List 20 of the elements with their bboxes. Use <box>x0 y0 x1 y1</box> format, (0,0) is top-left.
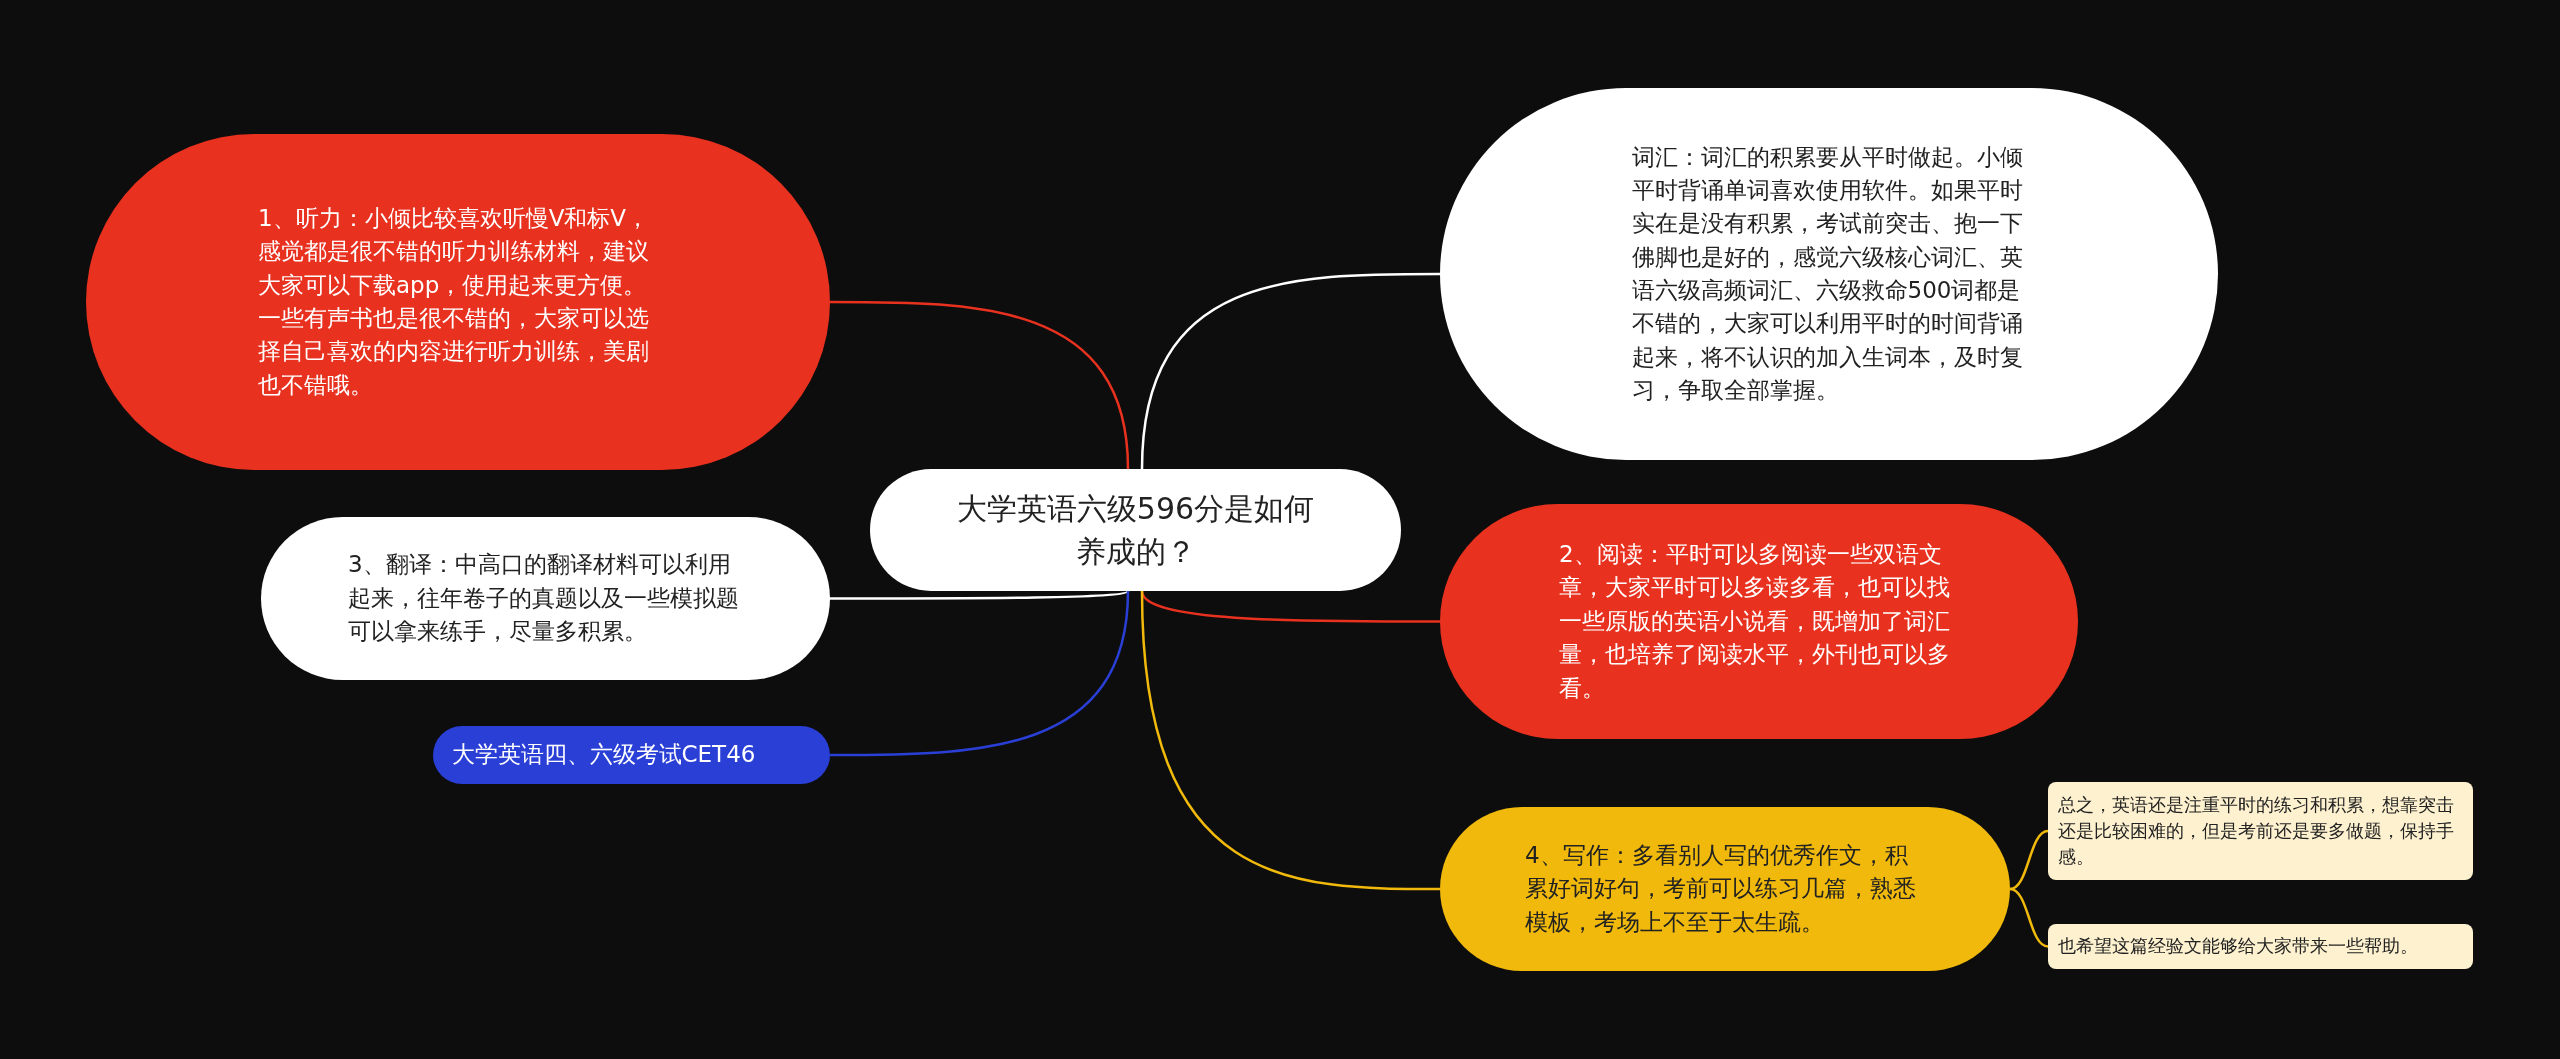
topic-text: 2、阅读：平时可以多阅读一些双语文章，大家平时可以多读多看，也可以找一些原版的英语小说看，既增加了词汇量，也培养了阅读水平，外刊也可以多看。 <box>1559 540 1951 703</box>
topic-pill <box>433 726 830 784</box>
note-box <box>2048 924 2473 969</box>
topic-text: 3、翻译：中高口的翻译材料可以利用起来，往年卷子的真题以及一些模拟题可以拿来练手，尽量多积累。 <box>348 550 740 647</box>
connector-line <box>1140 590 1440 623</box>
connector-line <box>830 590 1130 757</box>
topic-text: 也希望这篇经验文能够给大家带来一些帮助。 <box>2058 934 2419 959</box>
topic-text: 总之，英语还是注重平时的练习和积累，想靠突击还是比较困难的，但是考前还是要多做题，保持手感。 <box>2058 792 2455 870</box>
connector-line <box>2009 887 2049 948</box>
topic-text: 词汇：词汇的积累要从平时做起。小倾平时背诵单词喜欢使用软件。如果平时实在是没有积累，考试前突击、抱一下佛脚也是好的，感觉六级核心词汇、英语六级高频词汇、六级救命500词都是不错的，大家可以利用平时的时间背诵起来，将不认识的加入生词本，及时复习，争取全部掌握。 <box>1631 142 2024 406</box>
connector-line <box>830 589 1129 600</box>
topic-text: 4、写作：多看别人写的优秀作文，积累好词好句，考前可以练习几篇，熟悉模板，考场上不至于太生疏。 <box>1525 841 1917 937</box>
connector-line <box>2009 829 2049 891</box>
topic-text: 1、听力：小倾比较喜欢听慢V和标V，感觉都是很不错的听力训练材料，建议大家可以下载app，使用起来更方便。一些有声书也是很不错的，大家可以选择自己喜欢的内容进行听力训练，美剧也不错哦。 <box>258 203 651 400</box>
topic-text: 大学英语四、六级考试CET46 <box>451 740 757 770</box>
connector-line <box>1140 590 1440 891</box>
connector-line <box>830 300 1130 470</box>
topic-title: 大学英语六级596分是如何养成的？ <box>955 489 1316 571</box>
note-box <box>2048 782 2473 880</box>
connector-line <box>1140 272 1440 470</box>
